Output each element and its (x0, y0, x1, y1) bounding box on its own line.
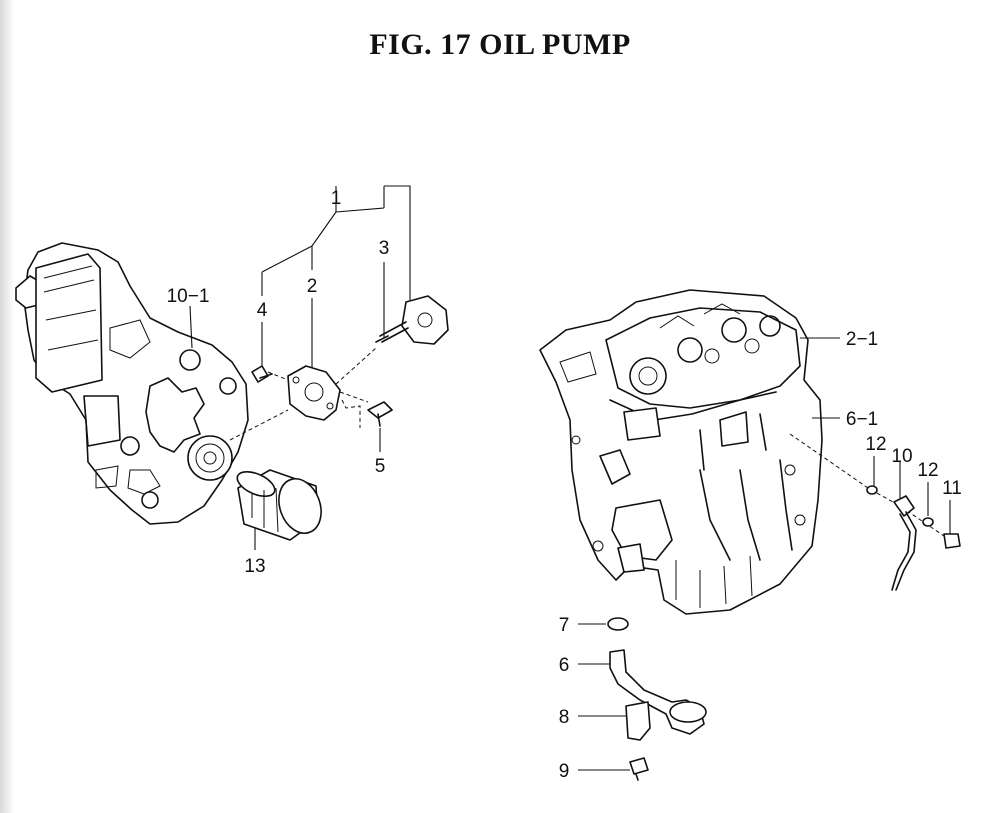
callout-7: 7 (559, 615, 570, 636)
callout-2-1: 2−1 (846, 329, 878, 350)
callout-10-1: 10−1 (167, 286, 210, 307)
callout-2: 2 (307, 276, 318, 297)
bolts-and-pin (251, 335, 393, 427)
callout-13: 13 (244, 556, 265, 577)
oil-pump-body (287, 365, 341, 421)
callout-6: 6 (559, 655, 570, 676)
gear-case-assembly (15, 242, 249, 525)
callout-5: 5 (375, 456, 386, 477)
callout-12-upper: 12 (865, 434, 886, 455)
callout-6-1: 6−1 (846, 409, 878, 430)
callout-10: 10 (891, 446, 912, 467)
oil-strainer-assembly (607, 617, 707, 781)
callout-3: 3 (379, 238, 390, 259)
oil-pump-rotor-cover (379, 295, 449, 345)
page-title: FIG. 17 OIL PUMP (369, 28, 631, 61)
page-edge-shadow (0, 0, 14, 813)
callout-1: 1 (331, 188, 342, 209)
callout-12-lower: 12 (917, 460, 938, 481)
leader-lines (189, 185, 951, 771)
callout-11: 11 (942, 478, 962, 499)
dipstick-guide-parts (789, 433, 961, 591)
oil-filter (236, 469, 322, 541)
callout-8: 8 (559, 707, 570, 728)
callout-9: 9 (559, 761, 570, 782)
alignment-dash (229, 347, 377, 441)
engine-block-assembly (539, 289, 823, 615)
callout-4: 4 (257, 300, 268, 321)
